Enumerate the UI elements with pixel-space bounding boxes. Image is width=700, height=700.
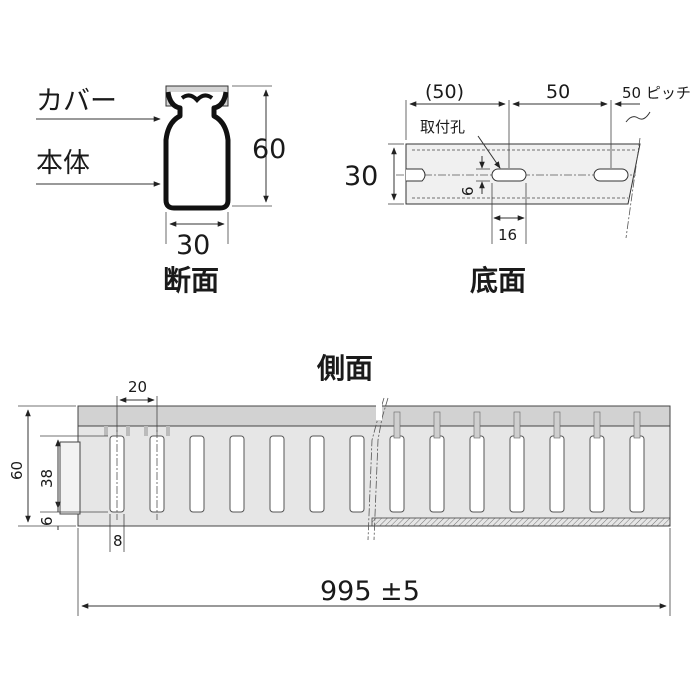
side-view-title: 側面 [316,352,373,385]
comb-teeth-right [393,411,641,439]
bottom-view-title: 底面 [470,264,526,297]
hole-height-dim: 6 [459,186,477,196]
slot-width-dim: 8 [113,532,123,550]
side-slots-left [109,430,365,520]
slot-pitch-dim: 20 [128,378,147,396]
bottom-width-dim: 30 [344,161,378,192]
side-height-dim: 60 [8,461,26,480]
side-view: 側面 [8,352,671,616]
body-label: 本体 [36,148,90,179]
pitch-dim: 50 [546,81,570,103]
overall-length-dim: 995 ±5 [320,576,420,607]
base-dim: 6 [38,516,56,526]
body-outline [163,91,231,211]
cross-section-title: 断面 [163,264,219,297]
mount-hole-2 [593,168,629,182]
mount-hole-1 [491,168,527,182]
cross-height-dim: 60 [252,134,286,165]
bottom-view: (50) 50 50 ピッチ 取付孔 30 6 16 底面 [344,81,691,297]
cross-section-view: カバー 本体 60 30 断面 [36,85,286,297]
comb-teeth-left [104,426,170,436]
cross-width-dim: 30 [176,230,210,261]
pitch-note: 50 ピッチ [622,84,691,102]
cover-band [77,405,671,427]
cover-label: カバー [36,86,117,117]
slot-height-dim: 38 [38,469,56,488]
hole-length-dim: 16 [498,226,517,244]
first-pitch-dim: (50) [425,81,464,103]
mount-hole-label: 取付孔 [420,118,465,136]
